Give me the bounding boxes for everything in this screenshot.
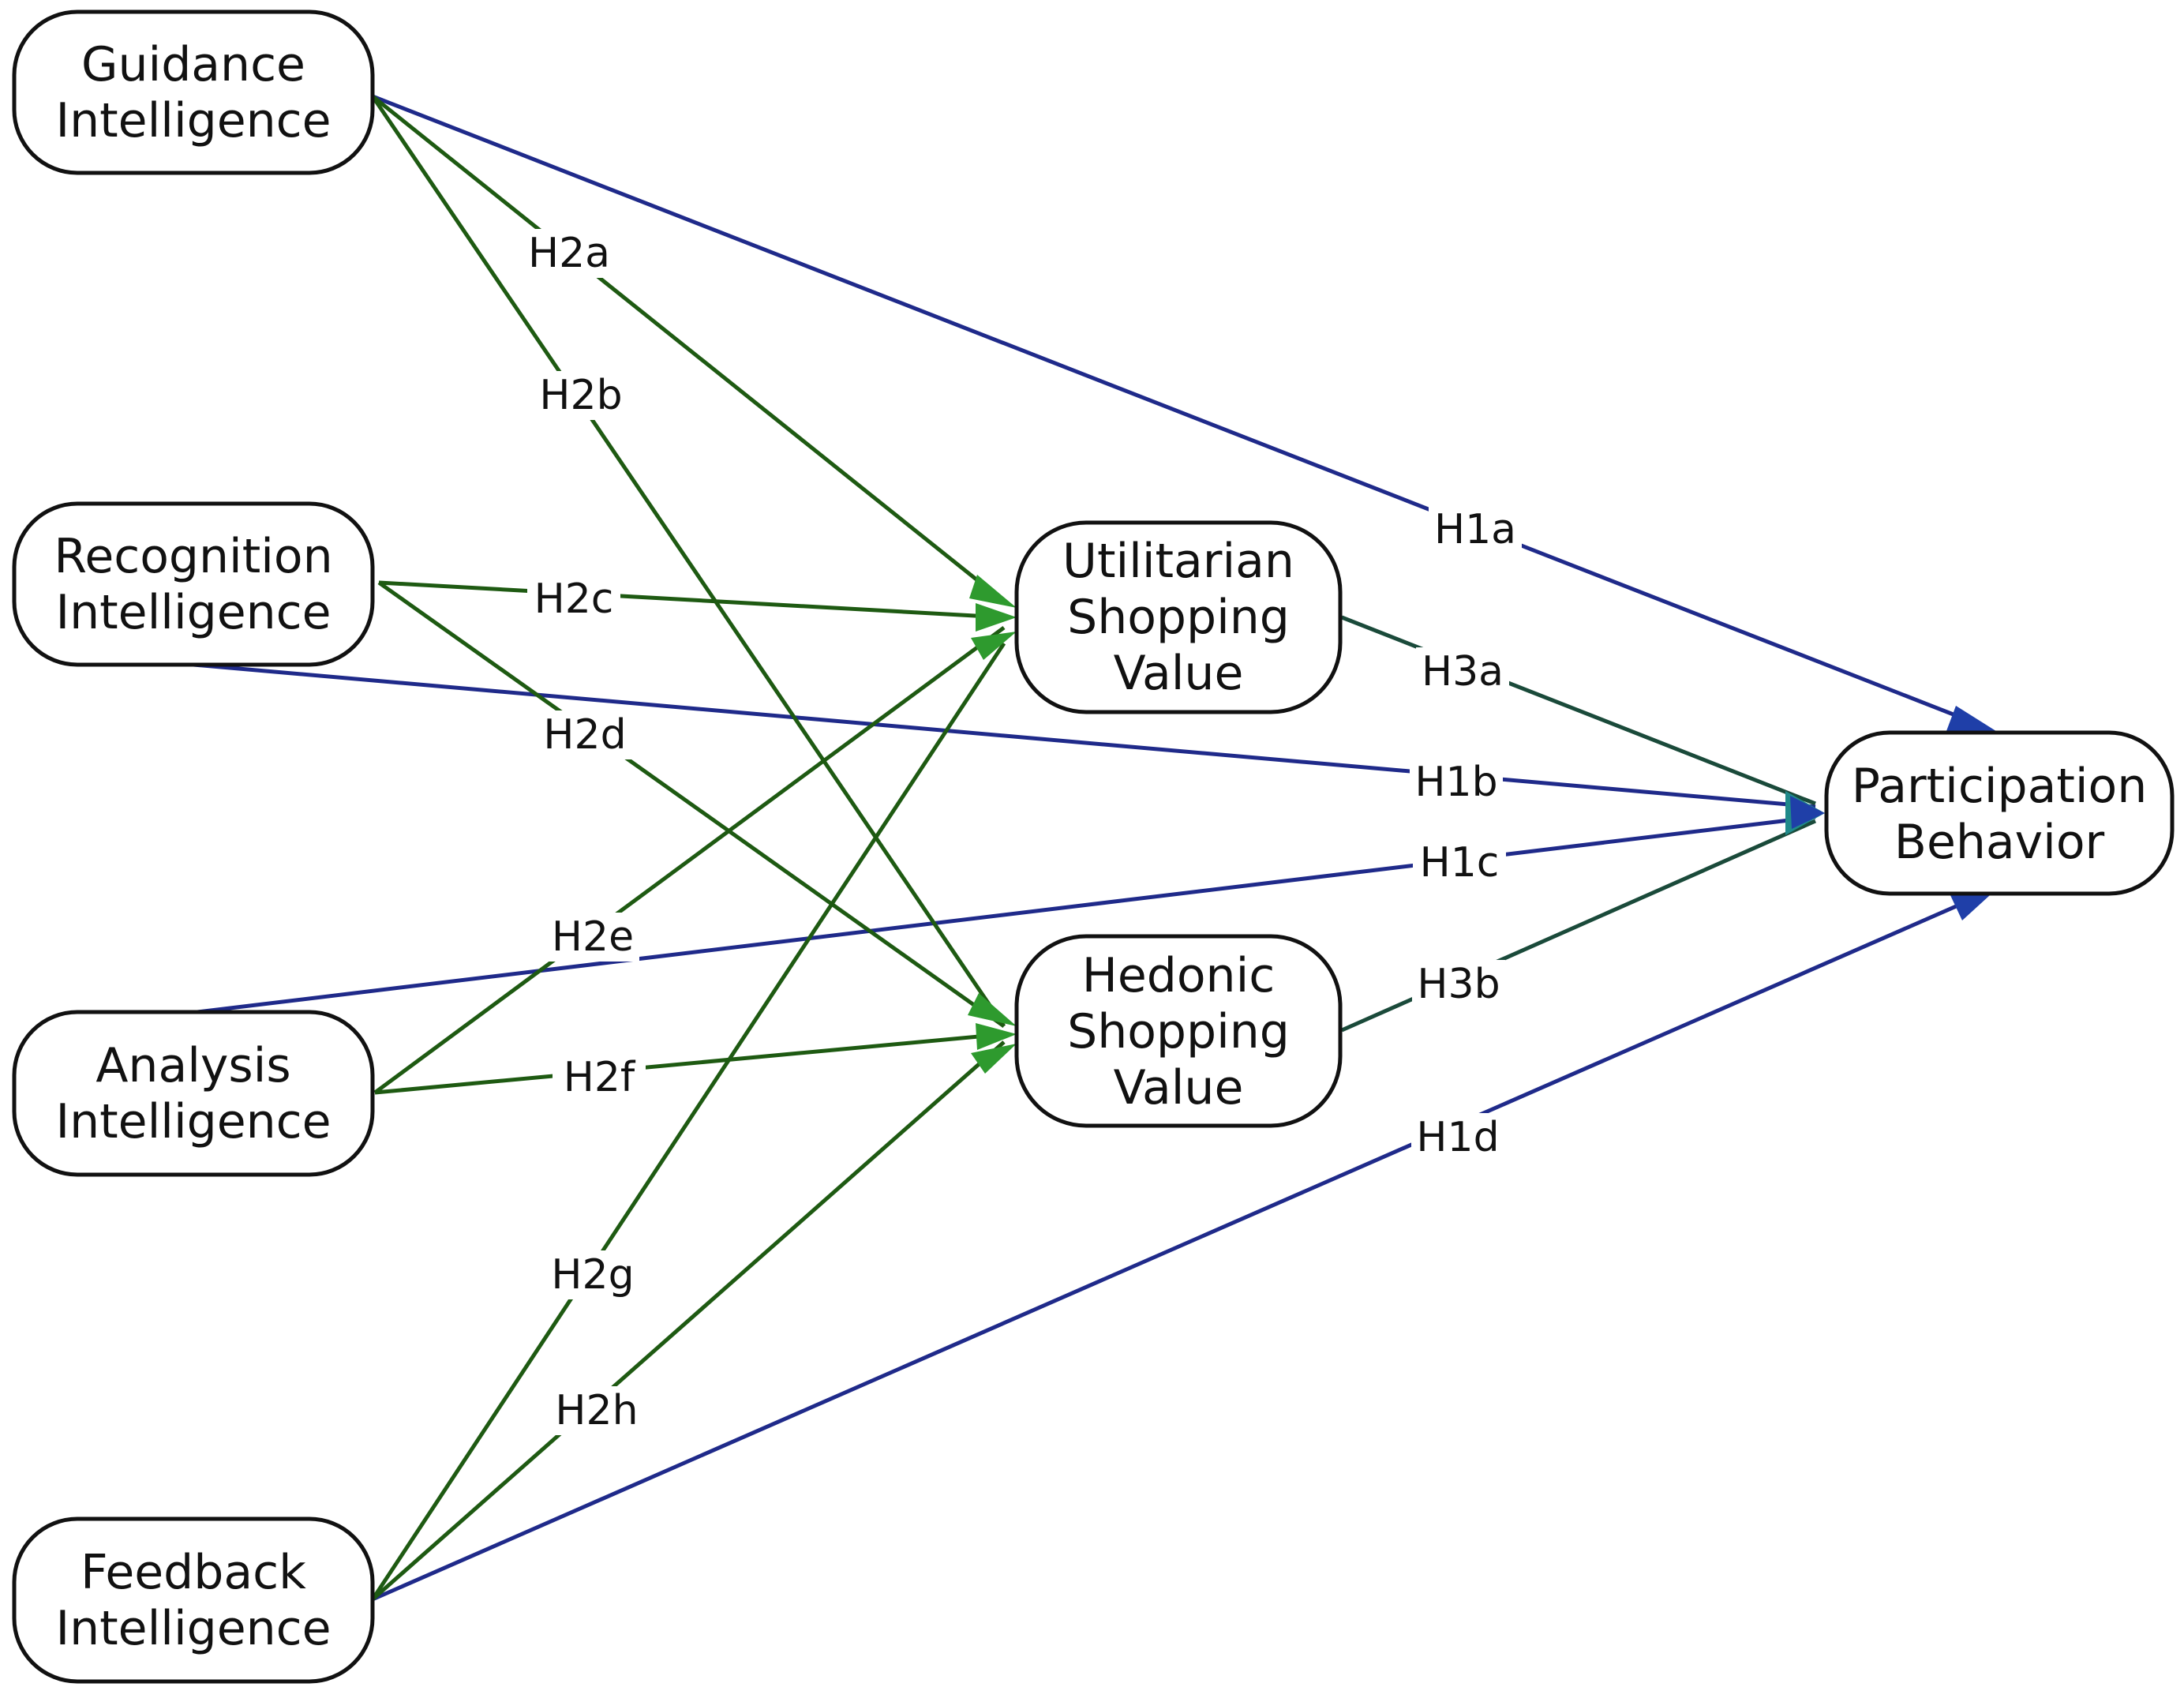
label-h2f: H2f bbox=[553, 1053, 646, 1102]
node-recognition-line1: Recognition bbox=[54, 529, 332, 584]
edge-h2f bbox=[374, 1032, 1005, 1095]
arrowhead-participation-center-blue bbox=[1790, 796, 1825, 829]
node-participation-line1: Participation bbox=[1852, 759, 2148, 814]
edge-h2g bbox=[370, 642, 1006, 1601]
label-h2c-text: H2c bbox=[534, 575, 614, 623]
label-h2d: H2d bbox=[538, 710, 631, 759]
node-hedonic-line3: Value bbox=[1114, 1060, 1244, 1115]
label-h1a-text: H1a bbox=[1434, 506, 1516, 553]
arrowhead-participation-h1a bbox=[1946, 706, 1999, 733]
node-utilitarian-shopping-value: Utilitarian Shopping Value bbox=[1014, 520, 1343, 714]
arrowhead-hedonic-upper bbox=[968, 993, 1017, 1026]
arrowhead-hedonic-lower bbox=[971, 1044, 1017, 1074]
node-participation-behavior: Participation Behavior bbox=[1824, 730, 2175, 896]
label-h2e: H2e bbox=[546, 913, 639, 962]
edge-h1a bbox=[372, 94, 1980, 727]
edge-h2a bbox=[371, 95, 1006, 603]
label-h2h: H2h bbox=[550, 1386, 643, 1435]
node-participation-line2: Behavior bbox=[1894, 815, 2105, 870]
node-utilitarian-line1: Utilitarian bbox=[1062, 534, 1294, 589]
edges-layer bbox=[193, 94, 1981, 1602]
edge-h2d bbox=[377, 580, 1006, 1029]
node-feedback-line2: Intelligence bbox=[55, 1601, 331, 1656]
label-h1d: H1d bbox=[1411, 1113, 1504, 1162]
node-utilitarian-line3: Value bbox=[1114, 646, 1244, 701]
edge-h2h bbox=[371, 1040, 1006, 1601]
label-h2h-text: H2h bbox=[555, 1387, 638, 1434]
arrowhead-hedonic-mid bbox=[976, 1023, 1017, 1050]
label-h2a: H2a bbox=[523, 229, 616, 278]
edge-h2e bbox=[373, 625, 1006, 1095]
node-hedonic-line2: Shopping bbox=[1067, 1004, 1290, 1059]
arrowhead-utilitarian-lower bbox=[971, 632, 1017, 660]
node-guidance-intelligence: Guidance Intelligence bbox=[12, 9, 375, 175]
node-analysis-line2: Intelligence bbox=[55, 1094, 331, 1149]
edge-h2b bbox=[370, 95, 1006, 1028]
label-h3a-text: H3a bbox=[1422, 648, 1504, 695]
label-h1b: H1b bbox=[1410, 758, 1503, 807]
node-recognition-line2: Intelligence bbox=[55, 585, 331, 640]
arrowheads-layer bbox=[968, 575, 1999, 1074]
node-guidance-line1: Guidance bbox=[81, 37, 305, 92]
node-hedonic-line1: Hedonic bbox=[1082, 948, 1276, 1003]
label-h1c-text: H1c bbox=[1420, 839, 1500, 887]
label-h1b-text: H1b bbox=[1414, 759, 1497, 806]
node-feedback-intelligence: Feedback Intelligence bbox=[12, 1516, 375, 1684]
label-h2b: H2b bbox=[534, 371, 627, 420]
arrowhead-utilitarian-mid bbox=[976, 603, 1017, 632]
label-h2g: H2g bbox=[546, 1250, 639, 1299]
node-utilitarian-line2: Shopping bbox=[1067, 590, 1290, 645]
label-h1a: H1a bbox=[1429, 505, 1522, 554]
edge-h2c bbox=[378, 580, 1005, 620]
label-h2e-text: H2e bbox=[552, 913, 634, 961]
arrowhead-utilitarian-upper bbox=[969, 575, 1017, 608]
node-feedback-line1: Feedback bbox=[81, 1545, 306, 1600]
label-h3b: H3b bbox=[1412, 960, 1505, 1009]
node-analysis-line1: Analysis bbox=[96, 1038, 290, 1093]
label-h2g-text: H2g bbox=[551, 1251, 634, 1299]
edge-h1b bbox=[193, 662, 1816, 809]
node-analysis-intelligence: Analysis Intelligence bbox=[12, 1010, 375, 1177]
node-guidance-line2: Intelligence bbox=[55, 93, 331, 148]
node-recognition-intelligence: Recognition Intelligence bbox=[12, 501, 375, 667]
nodes-layer: Guidance Intelligence Recognition Intell… bbox=[12, 9, 2175, 1684]
label-h1c: H1c bbox=[1413, 838, 1506, 887]
label-h1d-text: H1d bbox=[1416, 1114, 1499, 1161]
edge-labels-layer: H1a H1b H1c H1d H2a H2b H2c H2d bbox=[523, 229, 1522, 1435]
label-h3b-text: H3b bbox=[1417, 961, 1500, 1008]
node-hedonic-shopping-value: Hedonic Shopping Value bbox=[1014, 934, 1343, 1128]
edge-h1c bbox=[197, 815, 1816, 1014]
label-h2a-text: H2a bbox=[528, 230, 610, 277]
label-h2c: H2c bbox=[527, 575, 620, 624]
label-h2b-text: H2b bbox=[539, 372, 622, 419]
label-h2f-text: H2f bbox=[564, 1054, 636, 1101]
label-h3a: H3a bbox=[1416, 647, 1509, 696]
edge-h1d bbox=[371, 894, 1981, 1602]
label-h2d-text: H2d bbox=[543, 711, 626, 759]
